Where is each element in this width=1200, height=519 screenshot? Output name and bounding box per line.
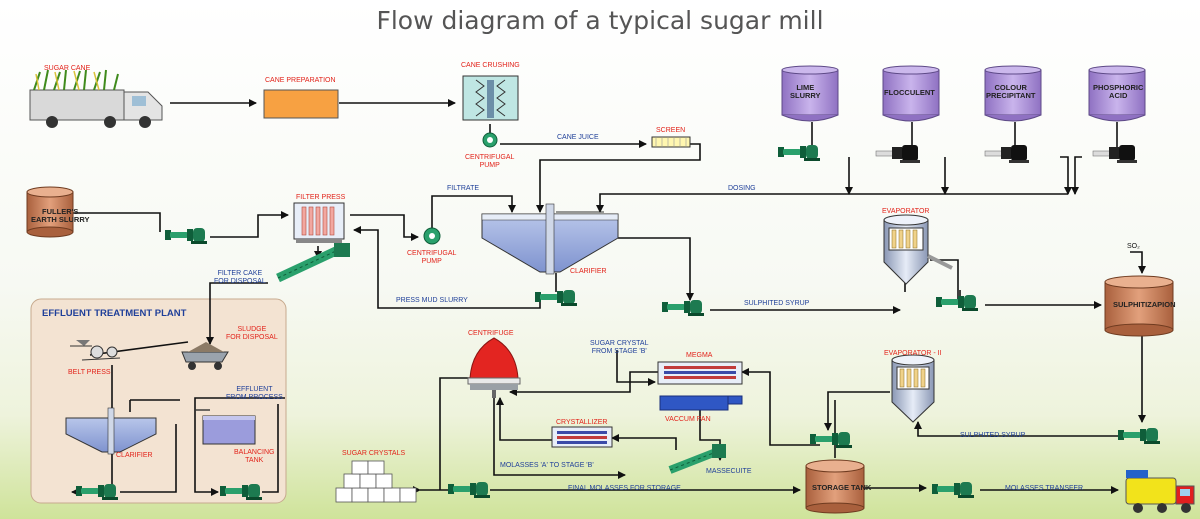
screen-icon <box>651 136 691 148</box>
pump-icon <box>778 145 820 161</box>
dosing-pump-icon <box>875 144 921 164</box>
centrifugal-pump-icon <box>482 132 498 148</box>
label-crystallizer: CRYSTALLIZER <box>556 419 608 426</box>
dosing-tank-phosphoric <box>1088 65 1146 122</box>
evaporator-ii-icon <box>891 354 935 423</box>
crusher-icon <box>462 75 519 121</box>
pump-icon <box>936 295 978 311</box>
label-storage-tank: STORAGE TANK <box>812 483 872 492</box>
centrifugal-pump-icon <box>423 227 441 245</box>
etp-clarifier <box>65 407 157 455</box>
label-press-mud-slurry: PRESS MUD SLURRY <box>396 297 468 304</box>
pump-icon <box>535 290 577 306</box>
label-centrifuge: CENTRIFUGE <box>468 330 514 337</box>
label-megma: MEGMA <box>686 352 713 359</box>
label-clarifier-main: CLARIFIER <box>570 268 607 275</box>
sulphitization-tank <box>1104 275 1174 337</box>
label-so2: SO₂ <box>1127 243 1140 250</box>
vaccum-pan <box>659 395 743 411</box>
screw-pump-icon <box>668 444 726 474</box>
label-filtrate: FILTRATE <box>447 185 480 192</box>
label-flocculent: FLOCCULENT <box>884 88 935 97</box>
dosing-pump-icon <box>984 144 1030 164</box>
dosing-tank-flocculent <box>882 65 940 122</box>
dosing-tank-colour <box>984 65 1042 122</box>
clarifier-main <box>481 203 619 275</box>
storage-tank <box>805 459 865 514</box>
sludge-trailer-icon <box>181 342 229 370</box>
label-molasses-transfer: MOLASSES TRANSFER <box>1005 485 1084 492</box>
label-final-molasses: FINAL MOLASSES FOR STORAGE <box>568 485 681 492</box>
label-massecuite: MASSECUITE <box>706 468 752 475</box>
filter-press-icon <box>293 202 345 243</box>
label-sulphited-syrup-1: SULPHITED SYRUP <box>744 300 810 307</box>
label-sulphitization: SULPHITIZAPION <box>1113 300 1176 309</box>
pump-icon <box>932 482 974 498</box>
label-vaccum-pan: VACCUM PAN <box>665 416 711 423</box>
etp-title: EFFLUENT TREATMENT PLANT <box>42 308 187 319</box>
cane-preparation-box <box>263 89 339 119</box>
tanker-truck-icon <box>1125 470 1195 513</box>
sugar-cubes-icon <box>335 460 417 503</box>
label-evaporator: EVAPORATOR <box>882 208 930 215</box>
label-filter-press: FILTER PRESS <box>296 194 346 201</box>
label-cane-crushing: CANE CRUSHING <box>461 62 520 69</box>
diagram-title: Flow diagram of a typical sugar mill <box>376 6 824 35</box>
label-cane-preparation: CANE PREPARATION <box>265 77 336 84</box>
label-belt-press: BELT PRESS <box>68 369 111 376</box>
crystallizer <box>551 426 613 448</box>
truck-icon <box>29 69 163 128</box>
label-molasses-a-to-b: MOLASSES 'A' TO STAGE 'B' <box>500 462 594 469</box>
balancing-tank <box>195 409 256 445</box>
pump-icon <box>662 300 704 316</box>
dosing-pump-icon <box>1092 144 1138 164</box>
megma-tank <box>657 361 743 385</box>
screw-conveyor-icon <box>276 243 350 283</box>
pump-icon <box>448 482 490 498</box>
belt-press-icon <box>70 340 121 361</box>
label-clarifier-etp: CLARIFIER <box>116 452 153 459</box>
label-sugar-cane: SUGAR CANE <box>44 65 91 72</box>
label-sugar-crystals: SUGAR CRYSTALS <box>342 450 406 457</box>
label-cane-juice: CANE JUICE <box>557 134 599 141</box>
evaporator-icon <box>883 214 953 285</box>
label-screen: SCREEN <box>656 127 686 134</box>
label-evaporator-ii: EVAPORATOR - II <box>884 350 942 357</box>
pump-icon <box>165 228 207 244</box>
dosing-tank-lime <box>781 65 839 122</box>
pump-icon <box>1118 428 1160 444</box>
fullers-earth-tank <box>26 186 74 238</box>
label-dosing: DOSING <box>728 185 756 192</box>
centrifuge-icon <box>467 337 521 398</box>
label-sulphited-syrup-2: SULPHITED SYRUP <box>960 432 1026 439</box>
